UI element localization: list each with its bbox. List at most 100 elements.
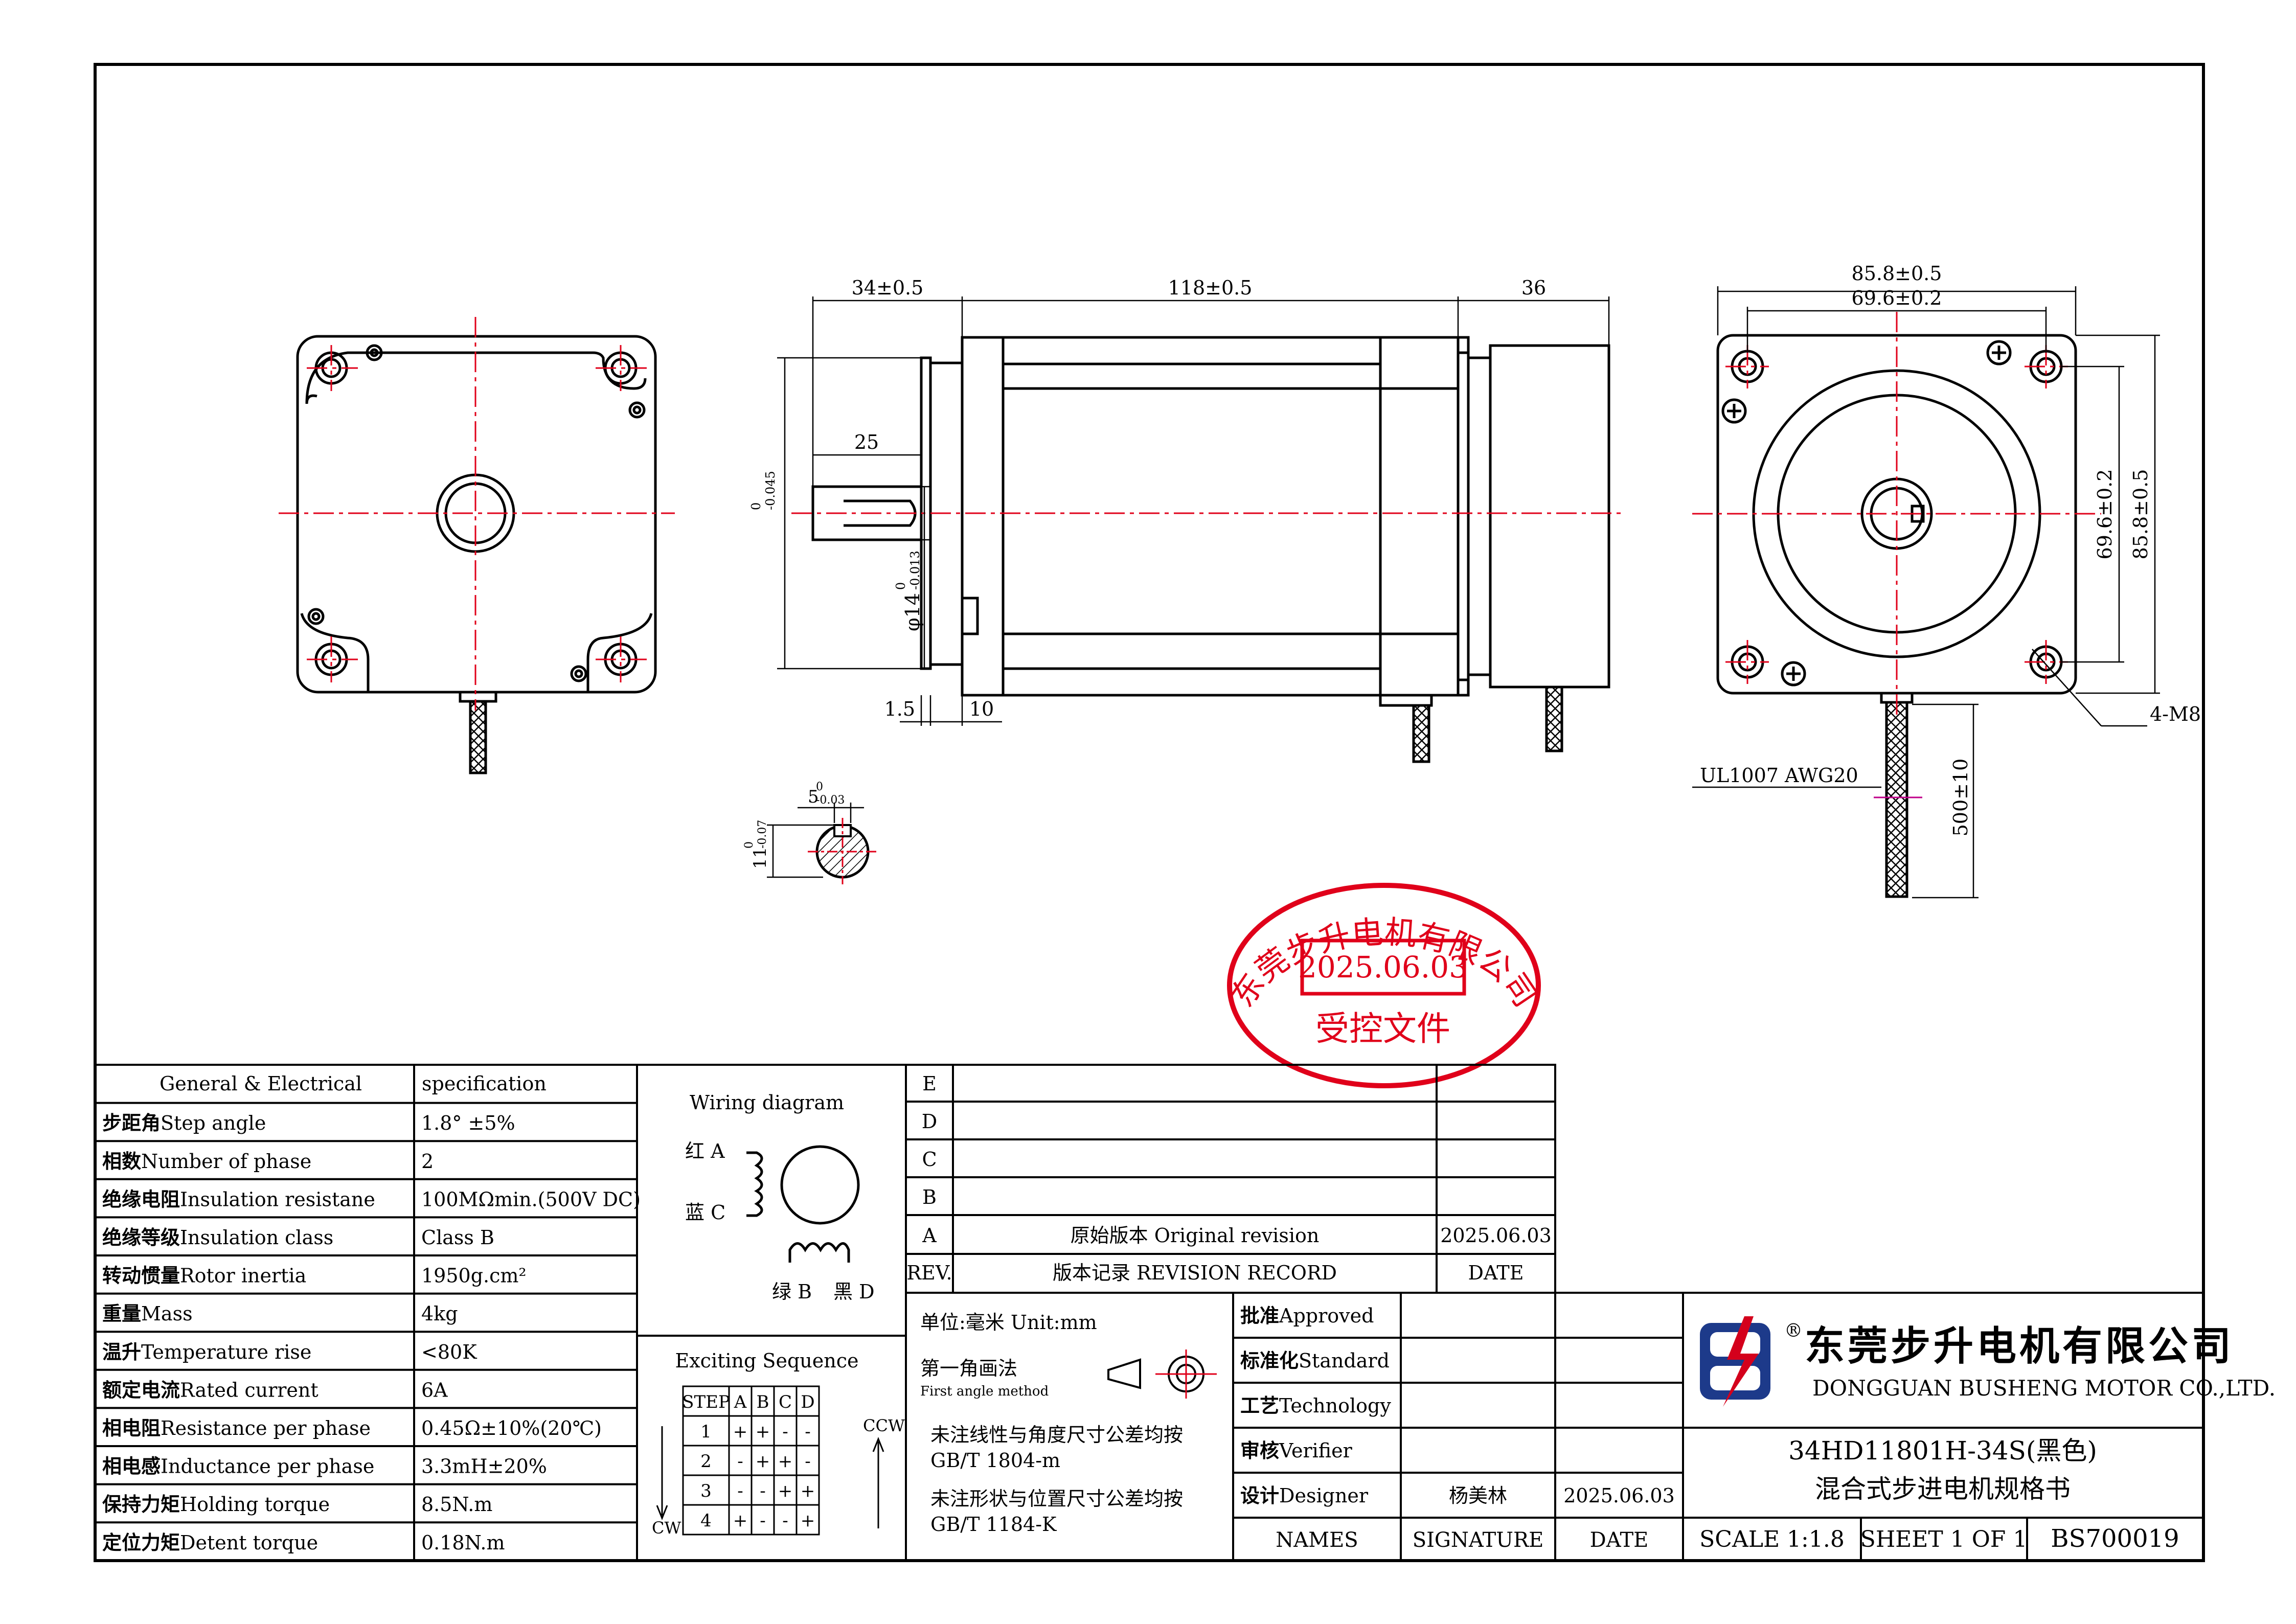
sheet-count: SHEET 1 OF 1 <box>1860 1526 2028 1552</box>
spec-label-en: Temperature rise <box>141 1341 311 1363</box>
approval-footer-names: NAMES <box>1276 1528 1358 1552</box>
note-angle-zh: 第一角画法 <box>920 1357 1017 1380</box>
spec-row-label: 额定电流Rated current <box>102 1378 319 1401</box>
note-2b: GB/T 1184-K <box>930 1513 1057 1536</box>
rev-footer-date: DATE <box>1468 1262 1524 1284</box>
spec-row-value: 4kg <box>421 1302 458 1325</box>
approval-role: 批准Approved <box>1240 1304 1374 1327</box>
spec-row-value: 1.8° ±5% <box>421 1112 515 1134</box>
spec-row-value: 6A <box>421 1379 448 1401</box>
spec-row-value: 2 <box>421 1150 434 1173</box>
spec-label-en: Resistance per phase <box>161 1417 371 1439</box>
spec-header-right: specification <box>422 1072 547 1095</box>
sequence-header-cell: D <box>801 1392 814 1412</box>
sequence-cell: - <box>760 1511 766 1531</box>
approval-role-zh: 批准 <box>1240 1304 1279 1327</box>
control-stamp: 东莞步升电机有限公司 2025.06.03 受控文件 <box>1223 883 1544 1088</box>
spec-row-value: <80K <box>421 1341 477 1363</box>
spec-label-en: Detent torque <box>180 1531 318 1554</box>
tol-up: 0 <box>816 781 823 793</box>
rev-letter: A <box>922 1224 937 1247</box>
document-title: 混合式步进电机规格书 <box>1815 1474 2071 1504</box>
spec-label-en: Number of phase <box>141 1150 311 1173</box>
side-dimension-texts: 34±0.5 118±0.5 36 25 1.5 10 0 -0.045 φ14… <box>749 277 1546 720</box>
note-angle-en: First angle method <box>920 1384 1049 1399</box>
tol-up: 0 <box>743 841 756 849</box>
dim-key-width: 5 <box>808 787 819 807</box>
spec-row-label: 步距角Step angle <box>102 1111 266 1134</box>
title-block <box>1682 1292 2204 1562</box>
coil-bd <box>788 1242 850 1263</box>
sequence-cell: - <box>782 1511 788 1531</box>
spec-row-value: 100MΩmin.(500V DC) <box>421 1188 641 1210</box>
ccw-label: CCW <box>863 1416 905 1435</box>
document-number: BS700019 <box>2051 1524 2179 1553</box>
sequence-header-cell: A <box>734 1392 747 1412</box>
approval-role-en: Verifier <box>1279 1439 1353 1462</box>
rear-centerlines <box>279 317 675 711</box>
stamp-date: 2025.06.03 <box>1298 950 1468 985</box>
spec-row-value: 0.45Ω±10%(20℃) <box>421 1417 602 1439</box>
spec-label-en: Rated current <box>180 1379 319 1401</box>
spec-label-en: Step angle <box>161 1112 266 1134</box>
revision-table <box>905 1064 1556 1294</box>
tol-low: -0.013 <box>908 551 922 590</box>
note-unit: 单位:毫米 Unit:mm <box>920 1311 1097 1334</box>
ccw-arrow-head <box>872 1436 884 1452</box>
tol-low: -0.045 <box>763 471 778 510</box>
approval-footer: NAMES SIGNATURE DATE <box>1276 1528 1648 1552</box>
rev-footer-record: 版本记录 REVISION RECORD <box>1053 1262 1337 1284</box>
dim-key-length: 25 <box>854 431 879 453</box>
approval-signature: 杨美林 <box>1449 1484 1507 1507</box>
approval-role: 审核Verifier <box>1240 1439 1353 1462</box>
spec-label-en: Mass <box>141 1302 193 1325</box>
spec-row-value: Class B <box>421 1226 494 1249</box>
dim-shaft-length: 34±0.5 <box>852 277 924 299</box>
wire-label-green: 绿 B <box>772 1280 812 1303</box>
note-2a: 未注形状与位置尺寸公差均按 <box>930 1488 1183 1510</box>
spec-row-value: 1950g.cm² <box>421 1265 527 1287</box>
cw-label: CW <box>652 1518 681 1538</box>
dim-pilot-length: 10 <box>969 698 994 720</box>
spec-row-label: 相电阻Resistance per phase <box>102 1416 371 1439</box>
spec-label-zh: 绝缘电阻 <box>102 1187 180 1210</box>
dim-flange-thickness: 1.5 <box>884 698 915 720</box>
wire-label-black: 黑 D <box>833 1280 875 1303</box>
spec-row-label: 绝缘电阻Insulation resistane <box>102 1187 375 1210</box>
spec-label-zh: 温升 <box>102 1340 141 1363</box>
dim-front-hole-width: 69.6±0.2 <box>1852 287 1942 309</box>
approval-rows: 批准Approved标准化Standard工艺Technology审核Verif… <box>1240 1304 1675 1507</box>
sequence-cell: - <box>737 1481 743 1501</box>
rear-view <box>296 335 657 774</box>
approval-role-zh: 审核 <box>1240 1439 1279 1462</box>
spec-row-value: 3.3mH±20% <box>421 1455 547 1478</box>
approval-role-en: Standard <box>1299 1349 1390 1372</box>
dim-front-hole-height: 69.6±0.2 <box>2094 469 2116 560</box>
rev-letter: B <box>922 1186 937 1208</box>
company-name-en: DONGGUAN BUSHENG MOTOR CO.,LTD. <box>1812 1376 2276 1401</box>
note-1a: 未注线性与角度尺寸公差均按 <box>930 1424 1183 1446</box>
sequence-cell: - <box>805 1422 811 1442</box>
sequence-cell: + <box>756 1451 770 1472</box>
rev-letter: D <box>922 1110 937 1133</box>
sequence-cell: + <box>756 1422 770 1442</box>
side-dimension-lines <box>777 296 1610 726</box>
spec-row-label: 绝缘等级Insulation class <box>102 1226 333 1249</box>
wiring-diagram: Wiring diagram 红 A 蓝 C 绿 B 黑 D <box>685 1091 875 1303</box>
cable-spec: UL1007 AWG20 <box>1700 764 1858 787</box>
company-logo <box>1700 1316 1770 1407</box>
rev-a-text: 原始版本 Original revision <box>1071 1224 1320 1247</box>
approval-role-en: Technology <box>1279 1394 1391 1417</box>
dim-shaft-dia: φ14 <box>901 593 924 631</box>
tol-up: 0 <box>749 502 763 510</box>
approval-footer-date: DATE <box>1590 1528 1649 1552</box>
spec-row-value: 8.5N.m <box>421 1493 492 1516</box>
spec-header-left: General & Electrical <box>160 1072 362 1095</box>
spec-row-label: 保持力矩Holding torque <box>102 1493 330 1516</box>
spec-row-label: 相数Number of phase <box>102 1150 311 1173</box>
stamp-label: 受控文件 <box>1315 1009 1450 1048</box>
wire-label-red: 红 A <box>685 1140 725 1162</box>
approval-role-en: Designer <box>1279 1484 1369 1507</box>
